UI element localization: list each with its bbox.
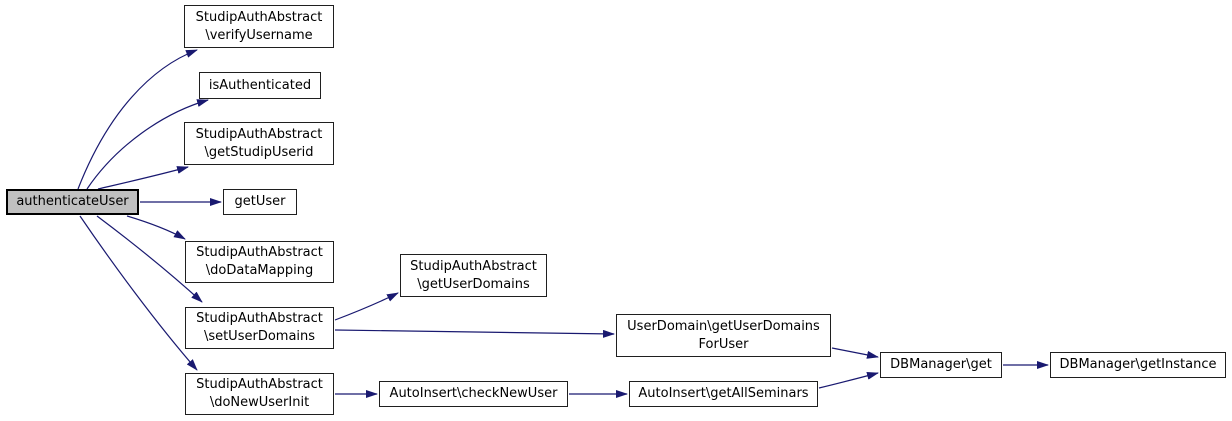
node-label: StudipAuthAbstract	[196, 311, 323, 326]
node-label: StudipAuthAbstract	[410, 258, 537, 274]
node-label: \verifyUsername	[205, 27, 313, 43]
node-label: isAuthenticated	[208, 77, 312, 93]
node-authenticateUser[interactable]: authenticateUser	[6, 189, 139, 215]
node-label: ForUser	[698, 336, 749, 352]
node-dbmanager-get[interactable]: DBManager\get	[880, 352, 1002, 378]
node-getStudipUserid[interactable]: StudipAuthAbstract \getStudipUserid	[184, 122, 334, 165]
node-doNewUserInit[interactable]: StudipAuthAbstract \doNewUserInit	[185, 373, 334, 415]
node-label: \getUserDomains	[417, 276, 530, 292]
node-label: getUser	[234, 194, 286, 209]
node-getAllSeminars[interactable]: AutoInsert\getAllSeminars	[629, 381, 818, 407]
edge-setUserDomains-to-getUserDomainsForUser	[334, 329, 615, 338]
node-isAuthenticated[interactable]: isAuthenticated	[199, 72, 321, 99]
node-verifyUsername[interactable]: StudipAuthAbstract \verifyUsername	[184, 5, 334, 48]
edge-authenticateUser-to-doDataMapping	[126, 215, 186, 240]
node-setUserDomains[interactable]: StudipAuthAbstract \setUserDomains	[185, 307, 334, 349]
node-label: AutoInsert\getAllSeminars	[638, 386, 809, 401]
node-label: \getStudipUserid	[204, 144, 314, 160]
node-label: DBManager\getInstance	[1059, 357, 1217, 372]
node-label: StudipAuthAbstract	[195, 9, 323, 25]
node-checkNewUser[interactable]: AutoInsert\checkNewUser	[379, 381, 568, 407]
node-getUserDomains[interactable]: StudipAuthAbstract \getUserDomains	[400, 254, 547, 297]
node-label: \doNewUserInit	[209, 395, 310, 410]
edge-authenticateUser-to-verifyUsername	[77, 49, 198, 190]
node-label: UserDomain\getUserDomains	[627, 318, 820, 334]
edge-setUserDomains-to-getUserDomains	[334, 292, 399, 321]
edge-authenticateUser-to-doNewUserInit	[79, 215, 198, 371]
node-label: StudipAuthAbstract	[196, 245, 323, 260]
edge-authenticateUser-to-setUserDomains	[96, 215, 203, 303]
node-label: StudipAuthAbstract	[195, 126, 323, 142]
node-label: AutoInsert\checkNewUser	[389, 386, 558, 401]
edge-authenticateUser-to-isAuthenticated	[86, 99, 209, 190]
node-dbmanager-getinstance[interactable]: DBManager\getInstance	[1050, 352, 1226, 378]
node-getUser[interactable]: getUser	[223, 189, 297, 215]
node-label: \setUserDomains	[203, 329, 316, 344]
edge-authenticateUser-to-getStudipUserid	[97, 166, 189, 190]
node-label: authenticateUser	[16, 194, 129, 209]
node-label: DBManager\get	[890, 357, 992, 372]
node-label: \doDataMapping	[205, 263, 314, 278]
node-label: StudipAuthAbstract	[196, 377, 323, 392]
node-doDataMapping[interactable]: StudipAuthAbstract \doDataMapping	[185, 241, 334, 283]
edge-getAllSeminars-to-dbmanager-get	[818, 371, 879, 389]
edge-getUserDomainsForUser-to-dbmanager-get	[831, 347, 879, 359]
